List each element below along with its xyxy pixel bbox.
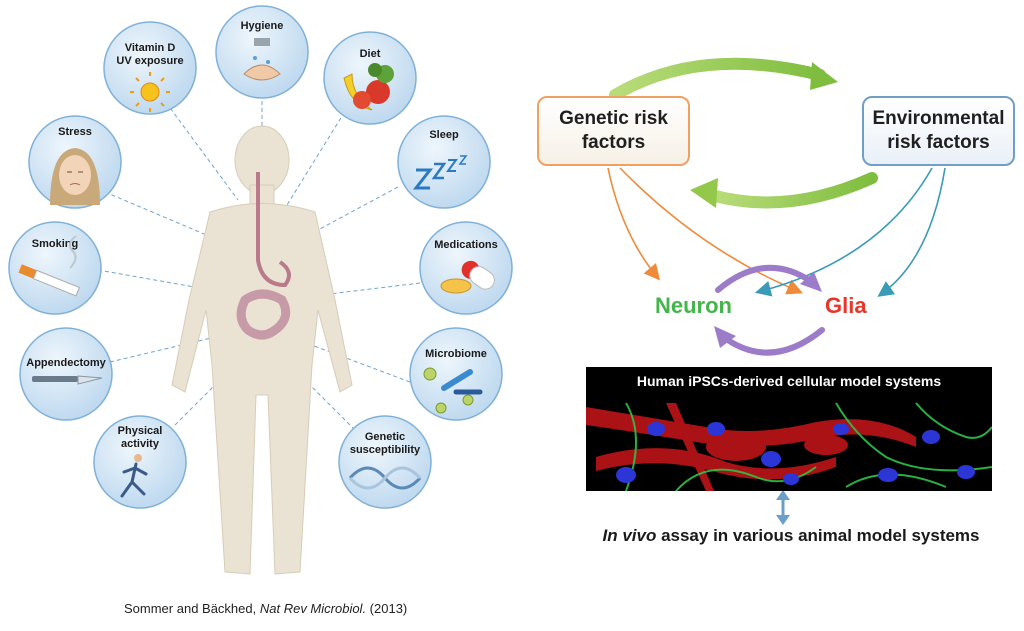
factor-label-microbiome: Microbiome [425, 348, 487, 360]
invivo-italic: In vivo [602, 526, 657, 545]
factor-bubble-vitamin-d: Vitamin D UV exposure [103, 21, 197, 115]
factor-bubble-medications: Medications [419, 221, 513, 315]
ipsc-microscopy-panel: Human iPSCs-derived cellular model syste… [586, 367, 992, 491]
factor-bubble-sleep: Sleep [397, 115, 491, 209]
citation: Sommer and Bäckhed, Nat Rev Microbiol. (… [124, 601, 407, 616]
environmental-risk-factors-box: Environmental risk factors [862, 96, 1015, 166]
glia-label: Glia [825, 293, 867, 318]
factor-bubble-hygiene: Hygiene [215, 5, 309, 99]
citation-authors: Sommer and Bäckhed, [124, 601, 260, 616]
factor-label-vitamin-d-1: Vitamin D [125, 42, 176, 54]
stressed-face-icon [50, 148, 100, 205]
invivo-rest: assay in various animal model systems [656, 526, 980, 545]
factor-label-vitamin-d-2: UV exposure [116, 55, 183, 67]
purple-arrow-top [715, 264, 815, 293]
risk-to-cell-arrows [607, 167, 946, 297]
dna-icon [348, 466, 422, 490]
env-to-neuron-arrow [754, 167, 933, 297]
human-body-silhouette [171, 125, 353, 575]
hand-washing-icon [243, 38, 281, 81]
scalpel-icon [32, 375, 103, 385]
fruit-vegetable-icon [343, 63, 394, 111]
purple-arrow-bottom [719, 327, 825, 356]
env-box-line2: risk factors [887, 132, 990, 153]
factor-bubble-genetic-susceptibility: Genetic susceptibility [338, 415, 432, 509]
digestive-tract [236, 172, 291, 340]
factor-label-physical-activity-2: activity [121, 438, 160, 450]
factor-bubble-physical-activity: Physical activity [93, 415, 187, 509]
citation-journal: Nat Rev Microbiol. [259, 601, 367, 616]
cigarette-icon [18, 235, 80, 297]
ipsc-title: Human iPSCs-derived cellular model syste… [636, 373, 942, 389]
genetic-risk-factors-box: Genetic risk factors [537, 96, 690, 166]
factor-bubble-diet: Diet [323, 31, 417, 125]
factor-label-genetic-1: Genetic [365, 431, 405, 443]
factor-label-sleep: Sleep [429, 129, 459, 141]
genetic-box-line2: factors [581, 132, 646, 153]
factor-label-diet: Diet [360, 48, 381, 60]
factor-label-hygiene: Hygiene [241, 20, 284, 32]
genetic-to-neuron-arrow [607, 167, 661, 281]
factor-bubble-microbiome: Microbiome [409, 327, 503, 421]
neuron-label: Neuron [655, 293, 732, 318]
factor-bubble-stress: Stress [28, 115, 122, 209]
runner-icon [120, 454, 148, 498]
citation-year: (2013) [366, 601, 408, 616]
factor-bubble-smoking: Smoking [8, 221, 102, 315]
invivo-caption: In vivo assay in various animal model sy… [576, 526, 1006, 546]
zzz-icon [412, 155, 468, 190]
env-box-line1: Environmental [872, 108, 1005, 129]
green-cycle-arrows [609, 57, 878, 209]
bacteria-icon [423, 367, 483, 414]
purple-cycle-arrows [714, 264, 825, 356]
factor-label-genetic-2: susceptibility [350, 444, 421, 456]
green-arrow-top [609, 57, 826, 101]
factor-bubble-appendectomy: Appendectomy [19, 327, 113, 421]
green-arrow-bottom [709, 172, 878, 209]
microscopy-image [586, 402, 992, 491]
env-to-glia-arrow [877, 167, 946, 297]
sun-icon [130, 72, 170, 112]
genetic-box-line1: Genetic risk [559, 108, 668, 129]
factor-label-medications: Medications [434, 239, 498, 251]
factor-label-appendectomy: Appendectomy [26, 357, 106, 369]
factor-label-stress: Stress [58, 126, 92, 138]
factor-label-smoking: Smoking [32, 238, 78, 250]
invivo-double-arrow [776, 490, 790, 525]
pill-icon [440, 260, 495, 294]
factor-label-physical-activity-1: Physical [118, 425, 163, 437]
genetic-to-glia-arrow [619, 167, 803, 295]
